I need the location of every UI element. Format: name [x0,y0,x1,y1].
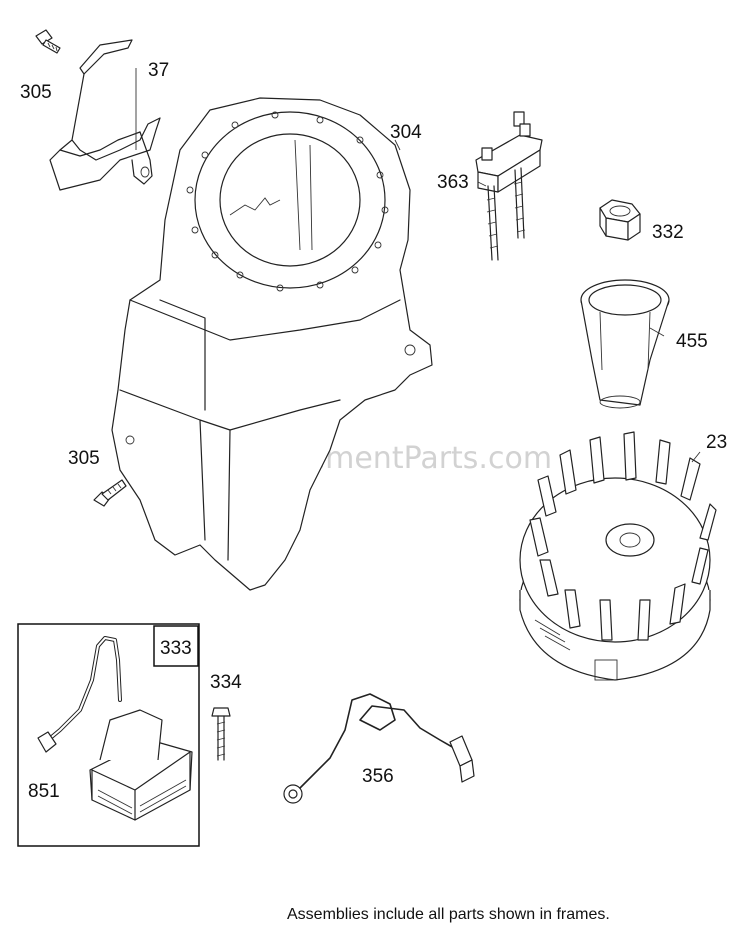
part-305-bolt-middle [93,479,127,507]
callout-363: 363 [437,172,469,193]
callout-851: 851 [28,781,60,802]
part-363-bracket [475,111,543,261]
callout-304: 304 [390,122,422,143]
part-332-nut [599,199,641,241]
part-356-ground-wire [283,693,475,804]
leader-lines [135,68,701,463]
part-455-cup [580,279,670,409]
part-334-screw [211,707,231,761]
callout-333: 333 [160,638,192,659]
assembly-frame-333 [17,623,200,847]
part-37-air-guide [49,39,161,191]
callout-37: 37 [148,60,169,81]
part-851-armature [37,636,193,821]
part-304-blower-housing [111,97,433,591]
callout-356: 356 [362,766,394,787]
callout-455: 455 [676,331,708,352]
footer-note: Assemblies include all parts shown in fr… [287,906,610,923]
part-305-bolt-top [35,29,61,54]
callout-332: 332 [652,222,684,243]
callout-334: 334 [210,672,242,693]
part-23-flywheel [519,431,717,681]
callout-305-top: 305 [20,82,52,103]
callout-23: 23 [706,432,727,453]
callout-305-mid: 305 [68,448,100,469]
